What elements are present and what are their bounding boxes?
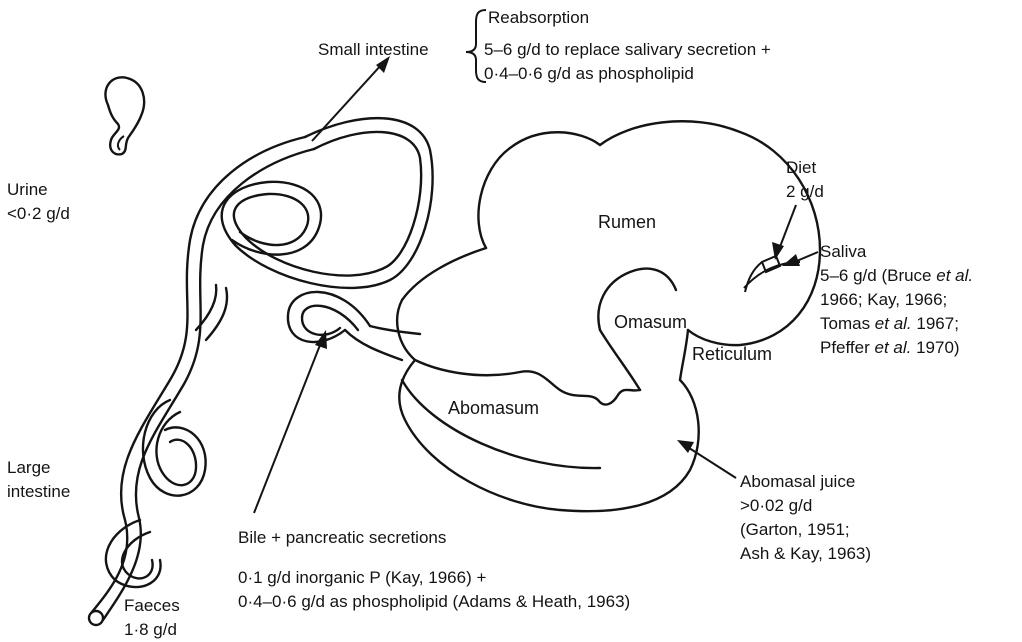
stomach bbox=[397, 121, 820, 511]
intestine-tube bbox=[89, 118, 433, 625]
small-intestine-label: Small intestine bbox=[318, 40, 429, 60]
bile-line-2: 0·4–0·6 g/d as phospholipid (Adams & Hea… bbox=[238, 592, 630, 612]
saliva-line-1: 5–6 g/d (Bruce et al. bbox=[820, 266, 973, 286]
bile-label: Bile + pancreatic secretions bbox=[238, 528, 446, 548]
saliva-line-4: Pfeffer et al. 1970) bbox=[820, 338, 960, 358]
abomasal-juice-label: Abomasal juice bbox=[740, 472, 855, 492]
kidney-shape bbox=[105, 77, 144, 154]
abomasum-label: Abomasum bbox=[448, 398, 539, 418]
faeces-value: 1·8 g/d bbox=[124, 620, 177, 640]
abomasal-juice-value: >0·02 g/d bbox=[740, 496, 812, 516]
diet-label: Diet bbox=[786, 158, 816, 178]
saliva-label: Saliva bbox=[820, 242, 866, 262]
kidney-hilum bbox=[118, 136, 124, 150]
arrow-small-intestine bbox=[312, 64, 382, 141]
urine-label: Urine bbox=[7, 180, 48, 200]
abomasal-juice-ref-2: Ash & Kay, 1963) bbox=[740, 544, 871, 564]
omasum-label: Omasum bbox=[614, 312, 687, 332]
large-intestine-label-2: intestine bbox=[7, 482, 70, 502]
urine-value: <0·2 g/d bbox=[7, 204, 70, 224]
rumen-label: Rumen bbox=[598, 212, 656, 232]
abomasal-juice-ref-1: (Garton, 1951; bbox=[740, 520, 850, 540]
reabsorption-line-2: 0·4–0·6 g/d as phospholipid bbox=[484, 64, 694, 84]
reabsorption-label: Reabsorption bbox=[488, 8, 589, 28]
arrow-bile bbox=[254, 340, 322, 513]
saliva-line-2: 1966; Kay, 1966; bbox=[820, 290, 947, 310]
saliva-line-3: Tomas et al. 1967; bbox=[820, 314, 959, 334]
faeces-label: Faeces bbox=[124, 596, 180, 616]
diet-value: 2 g/d bbox=[786, 182, 824, 202]
reabsorption-line-1: 5–6 g/d to replace salivary secretion + bbox=[484, 40, 771, 60]
large-intestine-label-1: Large bbox=[7, 458, 50, 478]
reabsorption-brace bbox=[466, 10, 486, 82]
bile-line-1: 0·1 g/d inorganic P (Kay, 1966) + bbox=[238, 568, 486, 588]
reticulum-label: Reticulum bbox=[692, 344, 772, 364]
